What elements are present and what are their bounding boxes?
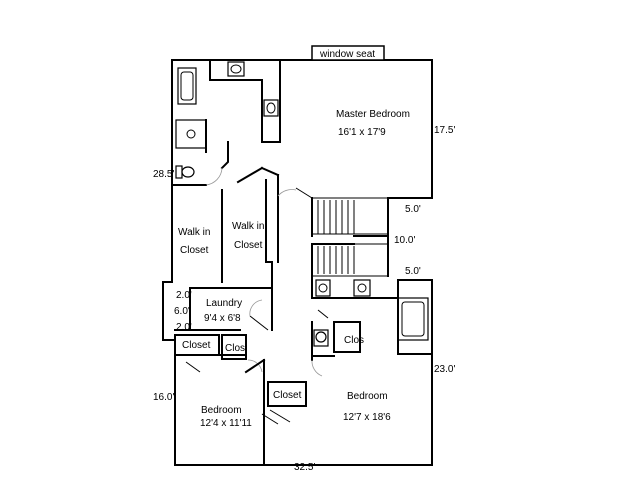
laundry-size: 9'4 x 6'8 bbox=[204, 313, 241, 324]
dim-stair-top: 5.0' bbox=[405, 204, 421, 215]
dim-bottom-width: 32.5' bbox=[294, 462, 315, 473]
laundry-name: Laundry bbox=[206, 298, 242, 309]
walk-in-closets bbox=[221, 174, 313, 291]
hall-bath bbox=[311, 275, 433, 377]
walk-in-closet-1-line2: Closet bbox=[180, 245, 209, 256]
laundry-room bbox=[174, 287, 273, 331]
master-bedroom-name: Master Bedroom bbox=[336, 109, 410, 120]
dim-right-top: 17.5' bbox=[434, 125, 455, 136]
closet-center-name: Closet bbox=[273, 390, 302, 401]
bedroom-right-size: 12'7 x 18'6 bbox=[343, 412, 391, 423]
dim-laundry-a: 2.0' bbox=[176, 290, 192, 301]
master-bath bbox=[171, 59, 281, 186]
dim-left-lower: 16.0' bbox=[153, 392, 174, 403]
clos-bath-name: Clos bbox=[344, 335, 364, 346]
room-labels: Master Bedroom 16'1 x 17'9 Walk in Close… bbox=[178, 109, 410, 429]
walk-in-closet-2-line1: Walk in bbox=[232, 221, 264, 232]
dim-laundry-b: 6.0' bbox=[174, 306, 190, 317]
bedroom-right-name: Bedroom bbox=[347, 391, 388, 402]
window-seat: window seat bbox=[311, 45, 385, 61]
clos-small-left-name: Clos bbox=[225, 343, 245, 354]
lower-closets bbox=[174, 334, 266, 466]
dim-laundry-c: 2.0' bbox=[176, 322, 192, 333]
center-closet bbox=[261, 381, 307, 425]
closet-left-name: Closet bbox=[182, 340, 211, 351]
window-seat-label: window seat bbox=[319, 49, 375, 60]
walk-in-closet-2-line2: Closet bbox=[234, 240, 263, 251]
bedroom-left-size: 12'4 x 11'11 bbox=[200, 418, 252, 429]
dim-right-lower: 23.0' bbox=[434, 364, 455, 375]
dim-stair-mid: 10.0' bbox=[394, 235, 415, 246]
walk-in-closet-1-line1: Walk in bbox=[178, 227, 210, 238]
dimension-labels: 17.5' 28.5' 5.0' 10.0' 5.0' 2.0' 6.0' 2.… bbox=[153, 125, 455, 473]
dim-left-upper: 28.5' bbox=[153, 169, 174, 180]
bedroom-left-name: Bedroom bbox=[201, 405, 242, 416]
master-bedroom-size: 16'1 x 17'9 bbox=[338, 127, 386, 138]
stairs bbox=[311, 197, 389, 277]
dim-stair-bottom: 5.0' bbox=[405, 266, 421, 277]
